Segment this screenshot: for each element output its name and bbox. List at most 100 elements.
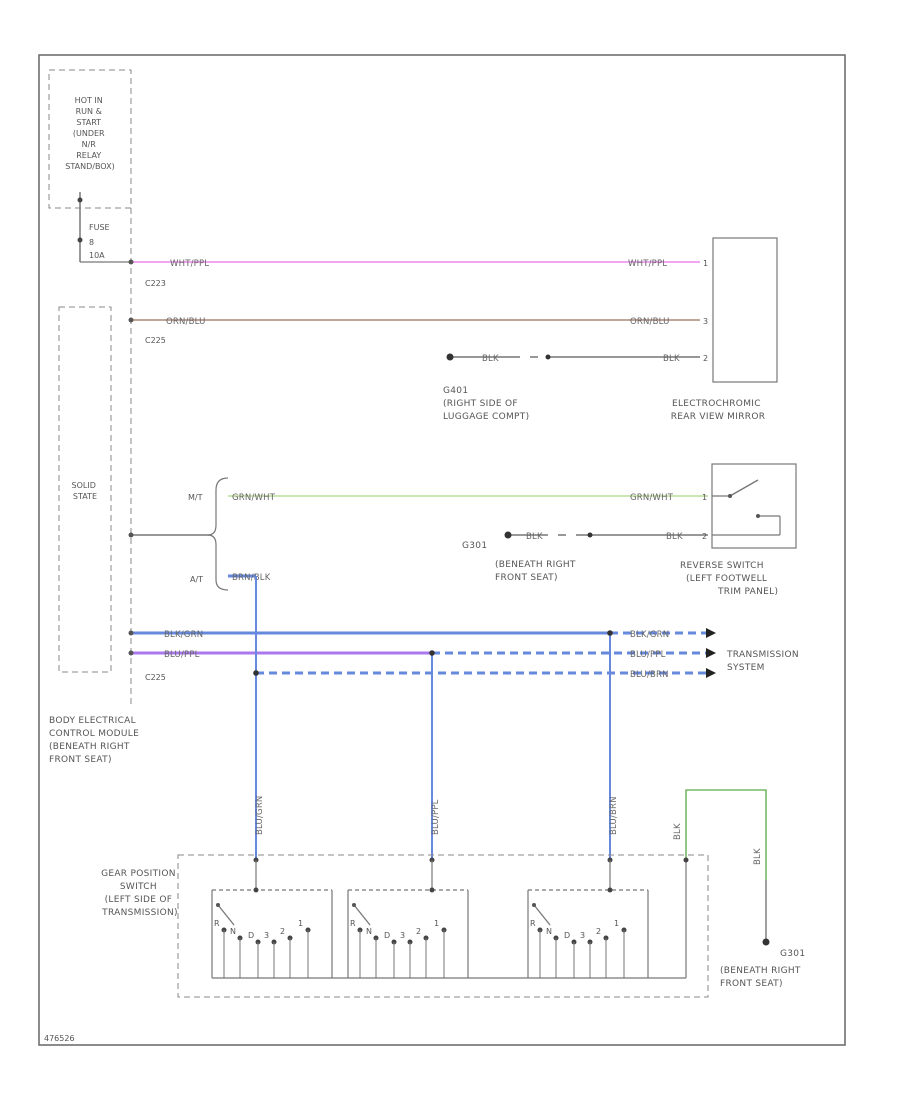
- vertical-wire-label: BLK: [673, 823, 683, 840]
- transmission-label-line: SYSTEM: [727, 663, 765, 673]
- fuse-box-label-line: RELAY: [76, 151, 101, 160]
- fuse-terminal: [77, 197, 83, 203]
- transmission-label: TRANSMISSION SYSTEM: [726, 650, 802, 673]
- reverse-switch-label-line: REVERSE SWITCH: [680, 561, 764, 571]
- transmission-label-line: TRANSMISSION: [726, 650, 799, 660]
- mirror-pin: 3: [703, 317, 708, 326]
- connector-c1-label: C223: [145, 279, 166, 288]
- mt-label: M/T: [188, 493, 203, 502]
- wire-orn-blu-label-right: ORN/BLU: [630, 317, 670, 327]
- gear-terminal: [683, 857, 689, 863]
- fuse-box-label-line: STAND/BOX): [65, 162, 114, 171]
- wire-orn-blu-label-left: ORN/BLU: [166, 317, 206, 327]
- ground-g401-label: G401 (RIGHT SIDE OF LUGGAGE COMPT): [443, 386, 529, 422]
- fuse-label-line: 8: [89, 238, 94, 247]
- ground-g401-label-line: G401: [443, 386, 468, 396]
- splice-dot: [253, 670, 259, 676]
- fuse-box-label-line: START: [76, 118, 101, 127]
- fuse-label: FUSE 8 10A: [89, 223, 112, 260]
- vertical-wire-label: BLU/GRN: [255, 796, 265, 835]
- gear-position-label: 3: [580, 931, 585, 940]
- fuse-label-line: FUSE: [89, 223, 110, 232]
- vertical-wire-label: BLK: [753, 848, 763, 865]
- mirror-pin: 2: [703, 354, 708, 363]
- bcm-label-line: FRONT SEAT): [49, 755, 112, 765]
- gear-switch-label-line: TRANSMISSION): [101, 908, 178, 918]
- vertical-wire-label: BLU/PPL: [431, 799, 441, 835]
- gear-position-label: R: [350, 919, 356, 928]
- gear-position-label: N: [366, 927, 372, 936]
- reverse-pin: 1: [702, 493, 707, 502]
- solid-state-label: SOLID STATE: [72, 481, 99, 501]
- arrow-icon: [706, 648, 716, 658]
- fuse-box-label-line: (UNDER: [73, 129, 105, 138]
- bcm-pin: [128, 630, 134, 636]
- ground-g301b-dot: [762, 938, 770, 946]
- gear-terminal: [607, 887, 613, 893]
- splice-dot: [545, 354, 551, 360]
- mirror-label: ELECTROCHROMIC REAR VIEW MIRROR: [671, 399, 766, 422]
- bcm-label-line: (BENEATH RIGHT: [49, 742, 130, 752]
- mirror-box: [712, 237, 778, 383]
- ground-g301b-id: G301: [780, 949, 805, 959]
- fuse-box-label-line: HOT IN: [75, 96, 103, 105]
- reverse-switch-label-line: TRIM PANEL): [717, 587, 778, 597]
- ground-g401-label-line: (RIGHT SIDE OF: [443, 399, 518, 409]
- reverse-switch-label-line: (LEFT FOOTWELL: [686, 574, 767, 584]
- wire-blk-grn-label-right: BLK/GRN: [630, 630, 669, 640]
- wire-wht-ppl-label-left: WHT/PPL: [170, 259, 209, 269]
- gear-position-label: 2: [596, 927, 601, 936]
- fuse-box-label-line: RUN &: [76, 107, 102, 116]
- gear-position-label: D: [384, 931, 390, 940]
- fuse-box-label: HOT IN RUN & START (UNDER N/R RELAY STAN…: [65, 96, 114, 171]
- mirror-label-line: ELECTROCHROMIC: [672, 399, 761, 409]
- ground-g301-label-line: (BENEATH RIGHT: [495, 560, 576, 570]
- fuse-box: [48, 69, 132, 209]
- gear-position-label: D: [564, 931, 570, 940]
- splice-dot: [587, 532, 593, 538]
- gear-pivot: [352, 903, 356, 907]
- diagram-id: 476526: [44, 1034, 75, 1043]
- wire-blu-ppl-label-right: BLU/PPL: [630, 650, 666, 660]
- ground-g401-dot: [446, 353, 454, 361]
- mirror-label-line: REAR VIEW MIRROR: [671, 412, 766, 422]
- ground-g301-label-line: FRONT SEAT): [495, 573, 558, 583]
- solid-state-box: [58, 306, 112, 673]
- wire-blk-grn-label-left: BLK/GRN: [164, 630, 203, 640]
- bcm-pin: [128, 532, 134, 538]
- wire-blu-brn-label-right: BLU/BRN: [630, 670, 669, 680]
- arrow-icon: [706, 628, 716, 638]
- reverse-switch-pivot: [728, 494, 732, 498]
- wire-green-ground: [685, 789, 767, 880]
- gear-position-label: 3: [264, 931, 269, 940]
- bcm-label: BODY ELECTRICAL CONTROL MODULE (BENEATH …: [49, 716, 142, 765]
- wire-reverse-blk-label-right: BLK: [666, 532, 683, 542]
- gear-position-label: N: [230, 927, 236, 936]
- fuse-terminal: [77, 237, 83, 243]
- splice-dot: [429, 650, 435, 656]
- arrow-icon: [706, 668, 716, 678]
- gear-switch-arm: [353, 904, 371, 926]
- gear-position-label: 1: [434, 919, 439, 928]
- gear-switch-arm: [217, 904, 235, 926]
- bcm-label-line: CONTROL MODULE: [49, 729, 139, 739]
- gear-switch-label-line: GEAR POSITION: [101, 869, 176, 879]
- wire-reverse-blk-label: BLK: [526, 532, 543, 542]
- wire-blk-label: BLK: [482, 354, 499, 364]
- wire-grn-wht-label-left: GRN/WHT: [232, 493, 276, 503]
- at-label: A/T: [190, 575, 203, 584]
- gear-pivot: [216, 903, 220, 907]
- gear-switch-label-line: SWITCH: [120, 882, 157, 892]
- gear-position-label: 3: [400, 931, 405, 940]
- ground-g301b-label-line: (BENEATH RIGHT: [720, 966, 801, 976]
- gear-switch-label-line: (LEFT SIDE OF: [105, 895, 173, 905]
- gear-terminal: [253, 887, 259, 893]
- splice-dot: [607, 630, 613, 636]
- gear-switch-arm: [533, 904, 551, 926]
- gear-pivot: [532, 903, 536, 907]
- bcm-pin: [128, 650, 134, 656]
- reverse-pin: 2: [702, 532, 707, 541]
- wire-grn-wht-label-right: GRN/WHT: [630, 493, 674, 503]
